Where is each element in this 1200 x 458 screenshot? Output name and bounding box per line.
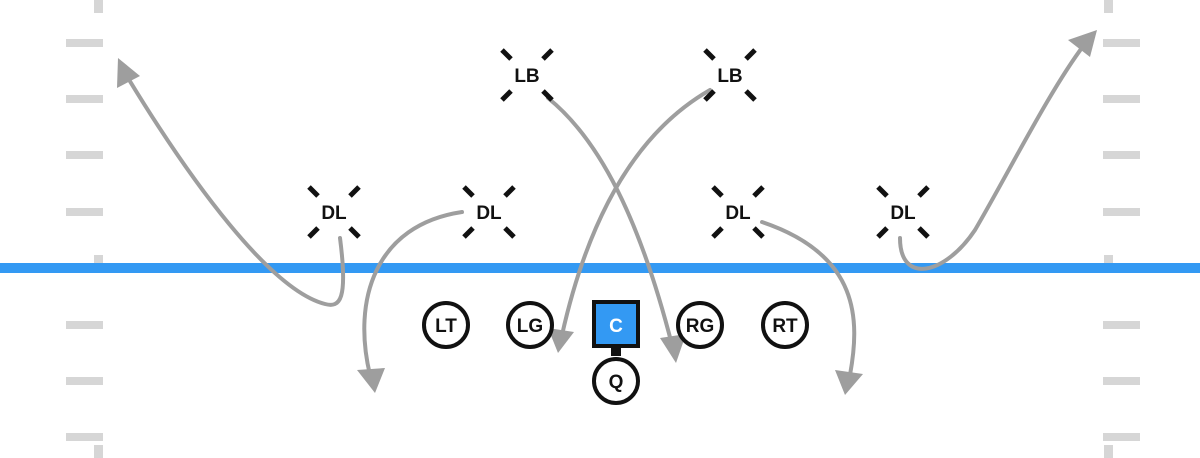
route-dl3	[760, 220, 857, 377]
route-dl2-arrowhead	[357, 368, 385, 393]
marker-stroke	[876, 226, 889, 239]
sideline-tick	[1104, 0, 1113, 13]
defender-dl4-label: DL	[890, 203, 916, 224]
player-c-label: C	[609, 316, 623, 337]
route-dl1-arrowhead	[117, 58, 140, 88]
marker-stroke	[541, 89, 554, 102]
marker-stroke	[541, 48, 554, 61]
sideline-tick	[94, 0, 103, 13]
player-q-label: Q	[609, 372, 624, 393]
offense: LT LG C RG RT Q	[422, 300, 809, 405]
marker-stroke	[703, 48, 716, 61]
marker-stroke	[752, 226, 765, 239]
defender-marker-icon	[307, 185, 361, 239]
player-rg[interactable]: RG	[676, 301, 724, 349]
hash-mark	[66, 433, 103, 441]
marker-stroke	[500, 48, 513, 61]
marker-stroke	[711, 185, 724, 198]
marker-stroke	[917, 226, 930, 239]
route-dl3-arrowhead	[835, 370, 863, 395]
defender-marker-icon	[876, 185, 930, 239]
route-lb2	[560, 88, 712, 337]
marker-stroke	[503, 185, 516, 198]
hash-mark	[66, 95, 103, 103]
hash-mark	[66, 39, 103, 47]
hash-mark	[66, 208, 103, 216]
route-lb1	[546, 96, 674, 347]
marker-stroke	[503, 226, 516, 239]
player-lg[interactable]: LG	[506, 301, 554, 349]
hash-mark	[1103, 208, 1140, 216]
hash-mark	[1103, 95, 1140, 103]
defender-dl4[interactable]: DL	[876, 185, 930, 239]
defender-marker-icon	[462, 185, 516, 239]
marker-stroke	[307, 226, 320, 239]
player-c[interactable]: C	[592, 300, 640, 356]
marker-stroke	[348, 185, 361, 198]
defender-lb2-label: LB	[717, 66, 742, 87]
sideline-tick	[94, 255, 103, 268]
route-dl4	[898, 43, 1086, 271]
sideline-tick	[94, 445, 103, 458]
line-of-scrimmage	[0, 263, 1200, 273]
hash-mark	[1103, 433, 1140, 441]
route-dl1	[126, 76, 346, 307]
defender-marker-icon	[703, 48, 757, 102]
marker-stroke	[917, 185, 930, 198]
defender-marker-icon	[500, 48, 554, 102]
route-lb2-arrowhead	[548, 328, 574, 353]
routes	[117, 30, 1097, 395]
hash-mark	[1103, 321, 1140, 329]
marker-stroke	[462, 185, 475, 198]
hash-mark	[66, 377, 103, 385]
defender-marker-icon	[711, 185, 765, 239]
player-lt-label: LT	[435, 316, 457, 337]
marker-stroke	[462, 226, 475, 239]
marker-stroke	[307, 185, 320, 198]
defense: LB LB DL DL DL DL	[307, 48, 930, 239]
route-lb1-arrowhead	[660, 334, 686, 363]
marker-stroke	[752, 185, 765, 198]
defender-lb2[interactable]: LB	[703, 48, 757, 102]
hash-mark	[66, 321, 103, 329]
player-rt[interactable]: RT	[761, 301, 809, 349]
snap-connector	[611, 346, 621, 356]
defender-dl3[interactable]: DL	[711, 185, 765, 239]
hash-mark	[66, 151, 103, 159]
player-lt[interactable]: LT	[422, 301, 470, 349]
defender-lb1-label: LB	[514, 66, 539, 87]
defender-dl2[interactable]: DL	[462, 185, 516, 239]
sideline-tick	[1104, 445, 1113, 458]
defender-dl1-label: DL	[321, 203, 347, 224]
hash-mark	[1103, 151, 1140, 159]
player-lg-label: LG	[517, 316, 543, 337]
defender-dl3-label: DL	[725, 203, 751, 224]
defender-dl1[interactable]: DL	[307, 185, 361, 239]
marker-stroke	[744, 89, 757, 102]
route-dl4-arrowhead	[1068, 30, 1097, 57]
route-dl2	[362, 210, 464, 377]
hash-mark	[1103, 377, 1140, 385]
yard-hash-marks	[66, 0, 1140, 458]
marker-stroke	[711, 226, 724, 239]
player-rt-label: RT	[772, 316, 798, 337]
player-q[interactable]: Q	[592, 357, 640, 405]
hash-mark	[1103, 39, 1140, 47]
marker-stroke	[500, 89, 513, 102]
sideline-tick	[1104, 255, 1113, 268]
marker-stroke	[703, 89, 716, 102]
player-rg-label: RG	[686, 316, 715, 337]
marker-stroke	[744, 48, 757, 61]
marker-stroke	[876, 185, 889, 198]
defender-dl2-label: DL	[476, 203, 502, 224]
defender-lb1[interactable]: LB	[500, 48, 554, 102]
marker-stroke	[348, 226, 361, 239]
